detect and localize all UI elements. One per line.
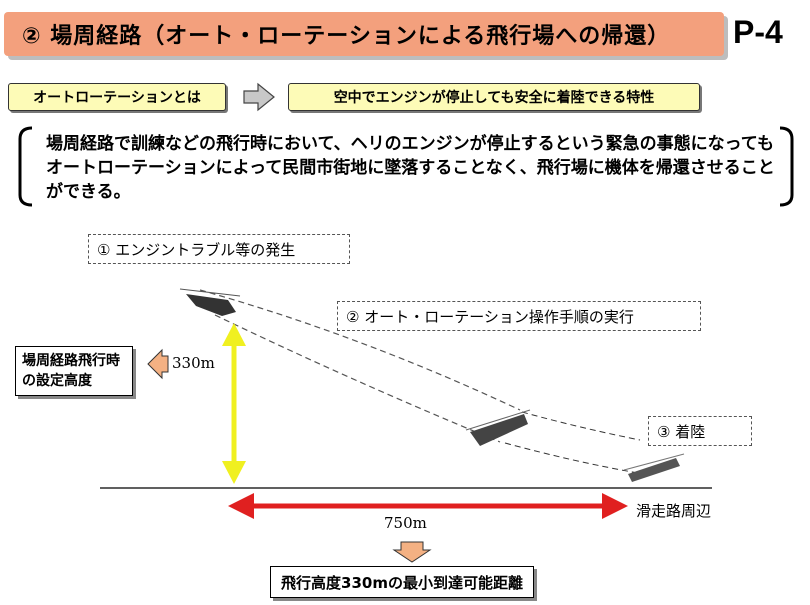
runway-label: 滑走路周辺 [636, 502, 712, 520]
step3-box: ③ 着陸 [648, 416, 752, 446]
distance-value: 750m [384, 514, 427, 532]
definition-term-box: オートローテーションとは [8, 83, 226, 111]
title-bar: ② 場周経路（オート・ローテーションによる飛行場への帰還） [4, 12, 724, 56]
definition-term: オートローテーションとは [33, 90, 201, 106]
helicopter-icon-start [179, 288, 241, 316]
description-text: 場周経路で訓練などの飛行時において、ヘリのエンジンが停止するという緊急の事態にな… [46, 134, 775, 202]
page-number: P-4 [733, 14, 783, 50]
altitude-label-box: 場周経路飛行時の設定高度 [15, 346, 133, 396]
result-label: 飛行高度330mの最小到達可能距離 [281, 573, 523, 592]
helicopter-icon-mid [465, 409, 531, 446]
page-title: ② 場周経路（オート・ローテーションによる飛行場への帰還） [22, 24, 671, 49]
right-bracket [779, 126, 794, 207]
step1-label: ① エンジントラブル等の発生 [97, 240, 296, 259]
distance-arrow [228, 493, 628, 519]
flight-path-final-upper [521, 411, 641, 441]
altitude-pointer-icon [147, 348, 169, 380]
result-box: 飛行高度330mの最小到達可能距離 [270, 566, 534, 598]
flight-path-lower [214, 314, 501, 443]
step2-label: ② オート・ローテーション操作手順の実行 [346, 307, 634, 326]
flight-path-upper [199, 289, 521, 411]
helicopter-icon-landing [623, 453, 685, 482]
down-arrow-icon [392, 541, 432, 563]
flight-path-final-lower [504, 442, 639, 474]
right-arrow-icon [243, 82, 275, 112]
altitude-arrow [222, 323, 246, 484]
step3-label: ③ 着陸 [657, 422, 706, 441]
altitude-label: 場周経路飛行時の設定高度 [22, 353, 120, 389]
definition-meaning: 空中でエンジンが停止しても安全に着陸できる特性 [333, 90, 655, 106]
step1-box: ① エンジントラブル等の発生 [88, 234, 350, 264]
step2-box: ② オート・ローテーション操作手順の実行 [337, 301, 701, 331]
altitude-value: 330m [172, 354, 215, 372]
definition-meaning-box: 空中でエンジンが停止しても安全に着陸できる特性 [288, 83, 700, 111]
left-bracket [18, 126, 33, 207]
